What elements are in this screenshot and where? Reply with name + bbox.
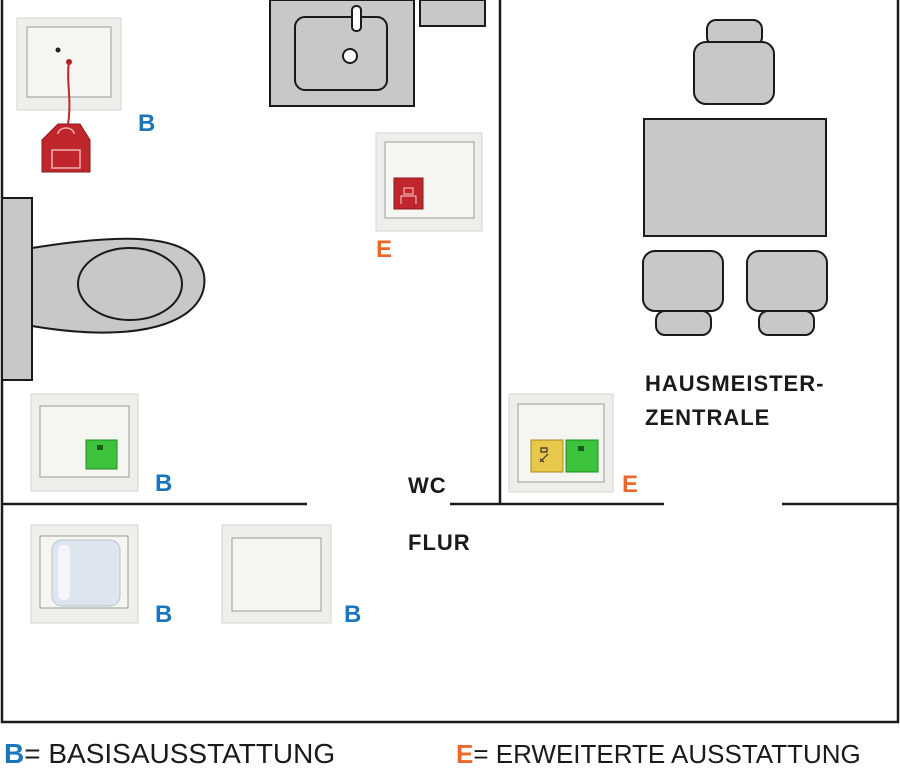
chair-right-back bbox=[758, 310, 815, 336]
room-label-zentrale-1: HAUSMEISTER- bbox=[645, 371, 824, 396]
chair-left-seat bbox=[642, 250, 724, 312]
reset-button-device bbox=[30, 393, 139, 492]
legend-b-key: B bbox=[4, 738, 24, 769]
chair-right-seat bbox=[746, 250, 828, 312]
table-set bbox=[642, 19, 828, 336]
svg-text:B= BASISAUSSTATTUNG: B= BASISAUSSTATTUNG bbox=[4, 738, 335, 769]
marker-b-pullcord: B bbox=[138, 110, 155, 137]
legend-e-text: = ERWEITERTE AUSSTATTUNG bbox=[473, 739, 860, 769]
zentrale-panel-device bbox=[508, 393, 614, 493]
room-label-zentrale-2: ZENTRALE bbox=[645, 405, 770, 430]
chair-top-seat bbox=[693, 41, 775, 105]
legend-b-text: = BASISAUSSTATTUNG bbox=[24, 738, 335, 769]
svg-text:E= ERWEITERTE AUSSTATTUNG: E= ERWEITERTE AUSSTATTUNG bbox=[456, 739, 861, 769]
sink bbox=[269, 0, 415, 107]
yellow-button bbox=[530, 439, 564, 473]
corridor-light-device bbox=[30, 524, 139, 624]
chair-left-back bbox=[655, 310, 712, 336]
table bbox=[643, 118, 827, 237]
marker-b-corridor-blank: B bbox=[344, 601, 361, 628]
pull-cord-device bbox=[16, 17, 122, 173]
reset-green-button bbox=[85, 439, 118, 470]
cabinet bbox=[419, 0, 486, 27]
marker-e-alarm: E bbox=[376, 236, 392, 263]
corridor-blank-device bbox=[221, 524, 332, 624]
pull-cord-handle bbox=[41, 123, 91, 173]
alarm-button-device bbox=[375, 132, 483, 232]
legend: B= BASISAUSSTATTUNG E= ERWEITERTE AUSSTA… bbox=[4, 738, 861, 769]
marker-b-corridor-light: B bbox=[155, 601, 172, 628]
legend-e-key: E bbox=[456, 739, 473, 769]
zentrale-green-button bbox=[565, 439, 599, 473]
room-label-flur: FLUR bbox=[408, 530, 471, 555]
toilet bbox=[1, 197, 206, 381]
room-label-wc: WC bbox=[408, 473, 447, 498]
marker-e-zentrale: E bbox=[622, 471, 638, 498]
marker-b-reset: B bbox=[155, 470, 172, 497]
